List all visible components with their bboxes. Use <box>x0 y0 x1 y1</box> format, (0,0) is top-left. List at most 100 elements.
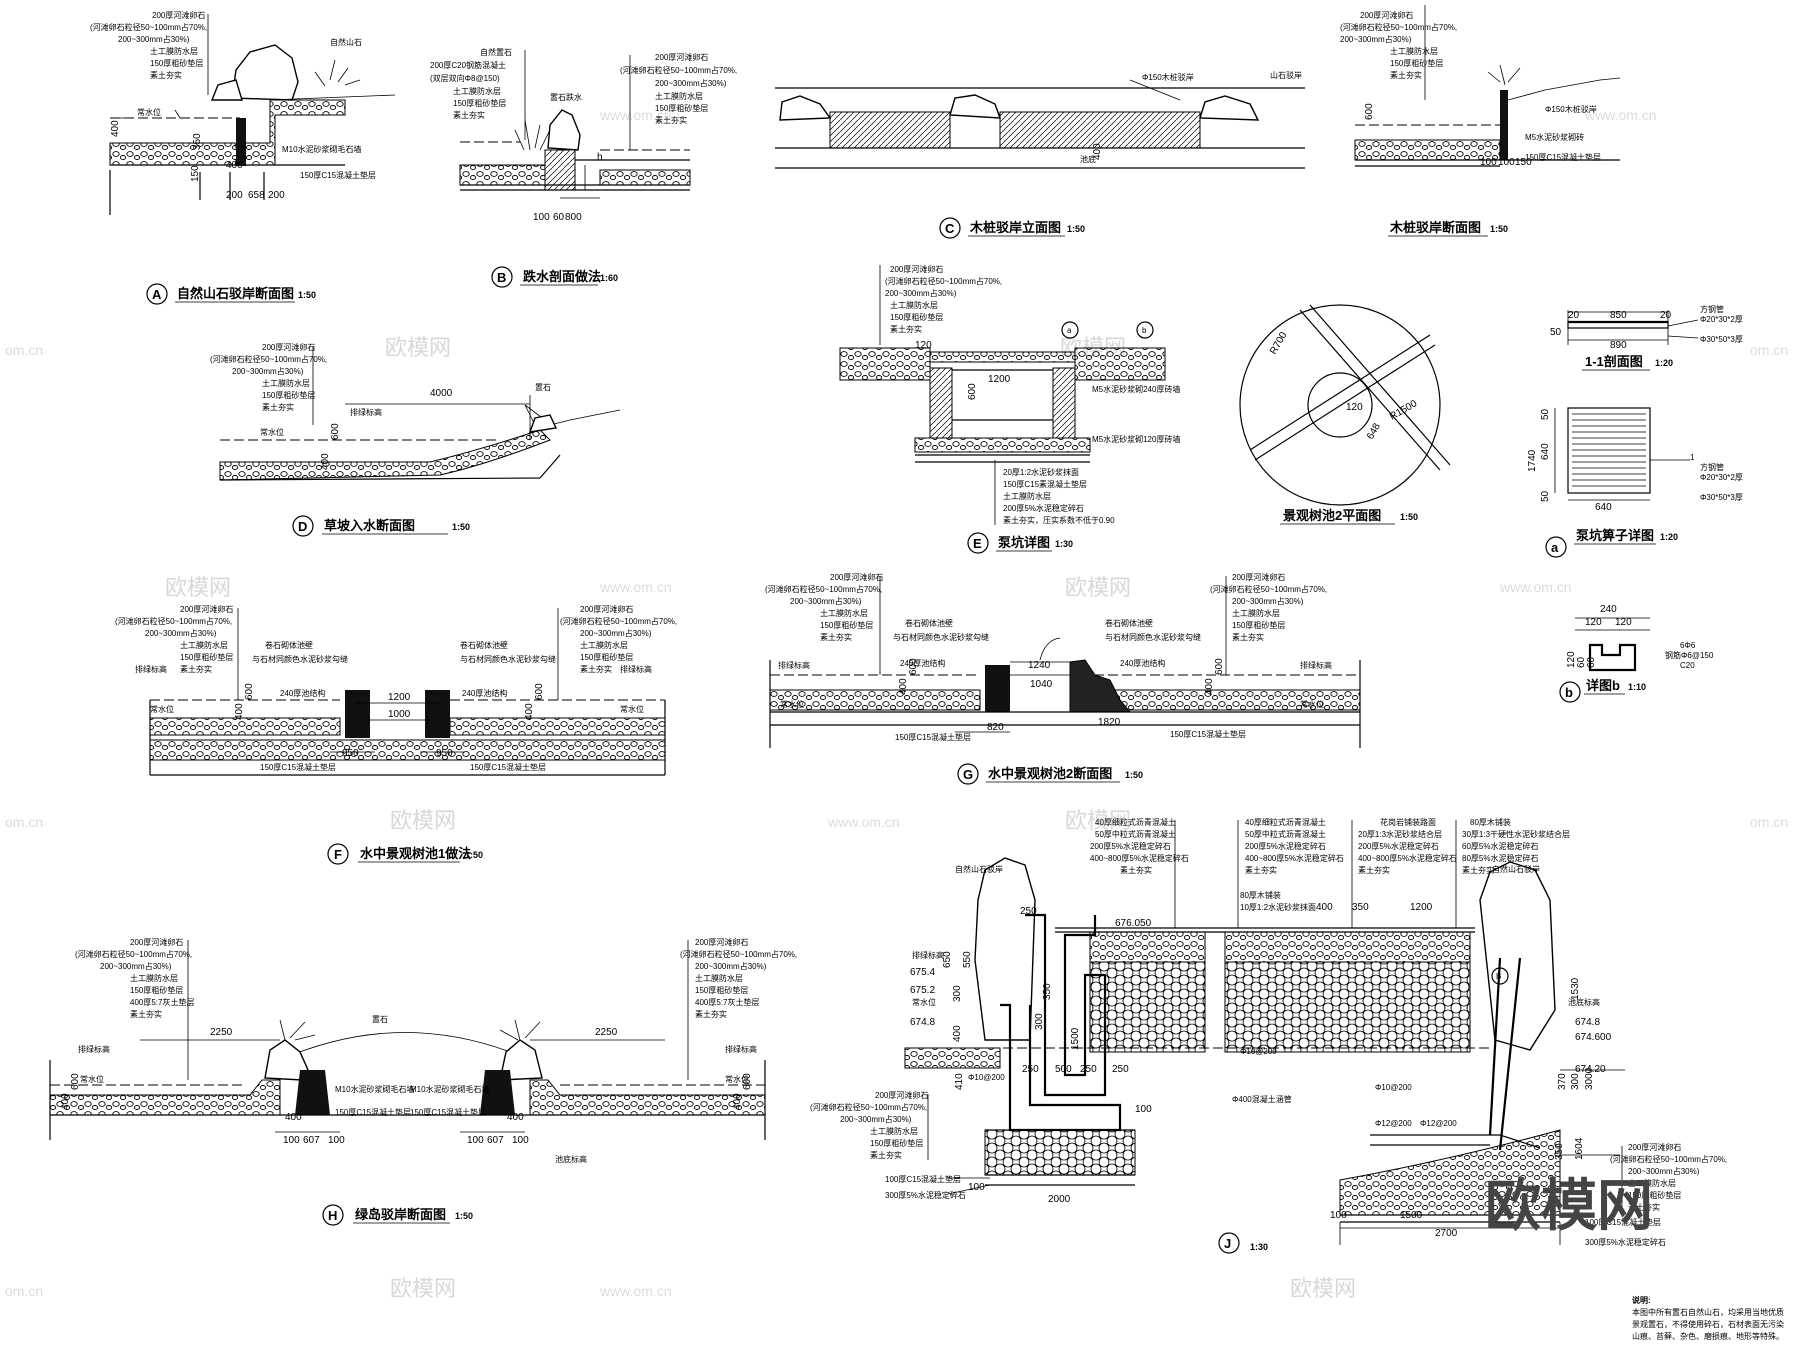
svg-text:(河滩卵石粒径50~100mm占70%,: (河滩卵石粒径50~100mm占70%, <box>1210 584 1327 594</box>
svg-text:400: 400 <box>285 1112 302 1123</box>
svg-text:200厚C20钢筋混凝土: 200厚C20钢筋混凝土 <box>430 60 506 70</box>
svg-text:素土夯实: 素土夯实 <box>1245 865 1277 875</box>
svg-text:水中景观树池1做法: 水中景观树池1做法 <box>360 846 471 861</box>
svg-text:150厚C15素混凝土垫层: 150厚C15素混凝土垫层 <box>1003 479 1087 489</box>
svg-text:1:50: 1:50 <box>452 522 470 532</box>
svg-text:山石驳岸: 山石驳岸 <box>1270 70 1302 80</box>
svg-text:木桩驳岸立面图: 木桩驳岸立面图 <box>969 220 1061 235</box>
natural-rock-right <box>1479 861 1556 1051</box>
svg-text:卷石砌体池壁: 卷石砌体池壁 <box>265 640 313 650</box>
svg-text:(河滩卵石粒径50~100mm占70%,: (河滩卵石粒径50~100mm占70%, <box>620 65 737 75</box>
svg-text:200厚河滩卵石: 200厚河滩卵石 <box>1232 572 1285 582</box>
svg-text:排绿标高: 排绿标高 <box>135 664 167 674</box>
svg-text:200厚5%水泥稳定碎石: 200厚5%水泥稳定碎石 <box>1003 503 1084 513</box>
svg-text:C: C <box>945 221 955 236</box>
svg-text:素土夯实: 素土夯实 <box>580 664 612 674</box>
svg-text:150厚C15混凝土垫层: 150厚C15混凝土垫层 <box>410 1107 486 1117</box>
svg-text:(河滩卵石粒径50~100mm占70%,: (河滩卵石粒径50~100mm占70%, <box>680 949 797 959</box>
svg-text:方钢管: 方钢管 <box>1700 304 1724 314</box>
svg-text:素土夯实: 素土夯实 <box>1390 70 1422 80</box>
svg-text:Φ30*50*3厚: Φ30*50*3厚 <box>1700 493 1743 502</box>
svg-text:池底标高: 池底标高 <box>555 1154 587 1164</box>
svg-text:200~300mm占30%): 200~300mm占30%) <box>145 628 217 638</box>
svg-text:J: J <box>1224 1236 1231 1251</box>
title-j: J 1:30 <box>1218 1232 1268 1254</box>
svg-text:1000: 1000 <box>388 709 411 720</box>
svg-text:1:50: 1:50 <box>1400 512 1418 522</box>
svg-text:水中景观树池2断面图: 水中景观树池2断面图 <box>988 766 1112 781</box>
svg-text:400~800厚5%水泥稳定碎石: 400~800厚5%水泥稳定碎石 <box>1090 853 1189 863</box>
grate-frame <box>1567 407 1651 494</box>
svg-text:200厚河滩卵石: 200厚河滩卵石 <box>262 342 315 352</box>
svg-text:400厚5:7灰土垫层: 400厚5:7灰土垫层 <box>695 997 759 1007</box>
svg-text:Φ150木桩驳岸: Φ150木桩驳岸 <box>1545 104 1597 114</box>
svg-text:4000: 4000 <box>430 388 453 399</box>
svg-text:60: 60 <box>1586 656 1597 668</box>
svg-text:200: 200 <box>268 190 285 201</box>
watermark-url: www.om.cn <box>827 814 900 830</box>
svg-text:80厚木铺装: 80厚木铺装 <box>1240 890 1281 900</box>
svg-text:与石材同颜色水泥砂浆勾缝: 与石材同颜色水泥砂浆勾缝 <box>252 654 348 664</box>
drawing-b-detail: 240 120 120 120 60 60 6Φ6 钢筋Φ6@150 C20 b… <box>1559 604 1714 703</box>
watermark-url: www.om.cn <box>1584 107 1657 123</box>
svg-text:排绿标高: 排绿标高 <box>1300 660 1332 670</box>
svg-text:300: 300 <box>1034 1013 1045 1030</box>
svg-text:200~300mm占30%): 200~300mm占30%) <box>790 596 862 606</box>
svg-text:(河滩卵石粒径50~100mm占70%,: (河滩卵石粒径50~100mm占70%, <box>765 584 882 594</box>
svg-text:200厚河滩卵石: 200厚河滩卵石 <box>130 937 183 947</box>
svg-text:648: 648 <box>1365 421 1383 441</box>
svg-text:890: 890 <box>1610 340 1627 351</box>
drawing-1-1-section: 20 850 20 890 50 方钢管 Φ20*30*2厚 Φ30*50*3厚… <box>1550 304 1743 371</box>
foundation <box>984 1129 1136 1176</box>
svg-text:土工膜防水层: 土工膜防水层 <box>150 46 198 56</box>
svg-text:1604: 1604 <box>1574 1137 1585 1160</box>
svg-text:本图中所有置石自然山石，均采用当地优质: 本图中所有置石自然山石，均采用当地优质 <box>1632 1307 1784 1317</box>
svg-text:草坡入水断面图: 草坡入水断面图 <box>324 518 415 533</box>
svg-text:150厚粗砂垫层: 150厚粗砂垫层 <box>180 652 233 662</box>
svg-text:详图b: 详图b <box>1586 678 1620 693</box>
svg-text:100: 100 <box>533 212 550 223</box>
svg-text:2000: 2000 <box>1048 1194 1071 1205</box>
svg-text:A: A <box>152 287 162 302</box>
svg-text:674.8: 674.8 <box>1575 1017 1600 1028</box>
drawing-f-tree-pool-1: 200厚河滩卵石 (河滩卵石粒径50~100mm占70%, 200~300mm占… <box>115 604 677 865</box>
svg-text:Φ30*50*3厚: Φ30*50*3厚 <box>1700 335 1743 344</box>
svg-text:607: 607 <box>487 1135 504 1146</box>
svg-text:自然置石: 自然置石 <box>480 47 512 57</box>
svg-text:120: 120 <box>1346 402 1363 413</box>
brick-wall-left <box>929 367 953 439</box>
svg-text:200厚5%水泥稳定碎石: 200厚5%水泥稳定碎石 <box>1358 841 1439 851</box>
detail-bubble-a <box>1061 321 1079 339</box>
drawing-badge <box>1545 536 1567 558</box>
svg-text:150厚C15混凝土垫层: 150厚C15混凝土垫层 <box>895 732 971 742</box>
svg-text:池底标高: 池底标高 <box>1568 997 1600 1007</box>
svg-text:150厚C15混凝土垫层: 150厚C15混凝土垫层 <box>335 1107 411 1117</box>
placed-rock <box>528 414 558 433</box>
svg-text:a: a <box>1551 540 1559 555</box>
svg-text:1:10: 1:10 <box>1628 682 1646 692</box>
svg-text:自然山石驳岸: 自然山石驳岸 <box>1492 864 1540 874</box>
svg-text:80厚木铺装: 80厚木铺装 <box>1470 817 1511 827</box>
svg-text:景观置石，不得使用碎石，石材表面无污染: 景观置石，不得使用碎石，石材表面无污染 <box>1632 1319 1784 1329</box>
svg-text:200厚河滩卵石: 200厚河滩卵石 <box>875 1090 928 1100</box>
svg-text:排绿标高: 排绿标高 <box>620 664 652 674</box>
svg-text:600: 600 <box>742 1073 753 1090</box>
svg-text:泵坑详图: 泵坑详图 <box>998 535 1050 550</box>
gravel-bed-right <box>1339 1129 1561 1216</box>
svg-text:池底: 池底 <box>1080 154 1096 164</box>
svg-text:400: 400 <box>1204 678 1215 695</box>
brick-wall-right <box>1052 367 1076 439</box>
svg-text:100: 100 <box>1330 1210 1347 1221</box>
watermark-url: www.om.cn <box>599 107 672 123</box>
layer-notes: 200厚河滩卵石 (河滩卵石粒径50~100mm占70%, 200~300mm占… <box>90 10 209 95</box>
watermark-logo: 欧模网 <box>385 335 451 360</box>
title-plan2: 景观树池2平面图 1:50 <box>1280 508 1418 525</box>
svg-text:土工膜防水层: 土工膜防水层 <box>262 378 310 388</box>
svg-text:R700: R700 <box>1268 330 1290 357</box>
svg-text:1:50: 1:50 <box>298 290 316 300</box>
svg-text:1:50: 1:50 <box>1490 224 1508 234</box>
svg-text:置石: 置石 <box>535 383 551 392</box>
svg-text:200厚河滩卵石: 200厚河滩卵石 <box>180 604 233 614</box>
wood-pile <box>1500 90 1508 160</box>
